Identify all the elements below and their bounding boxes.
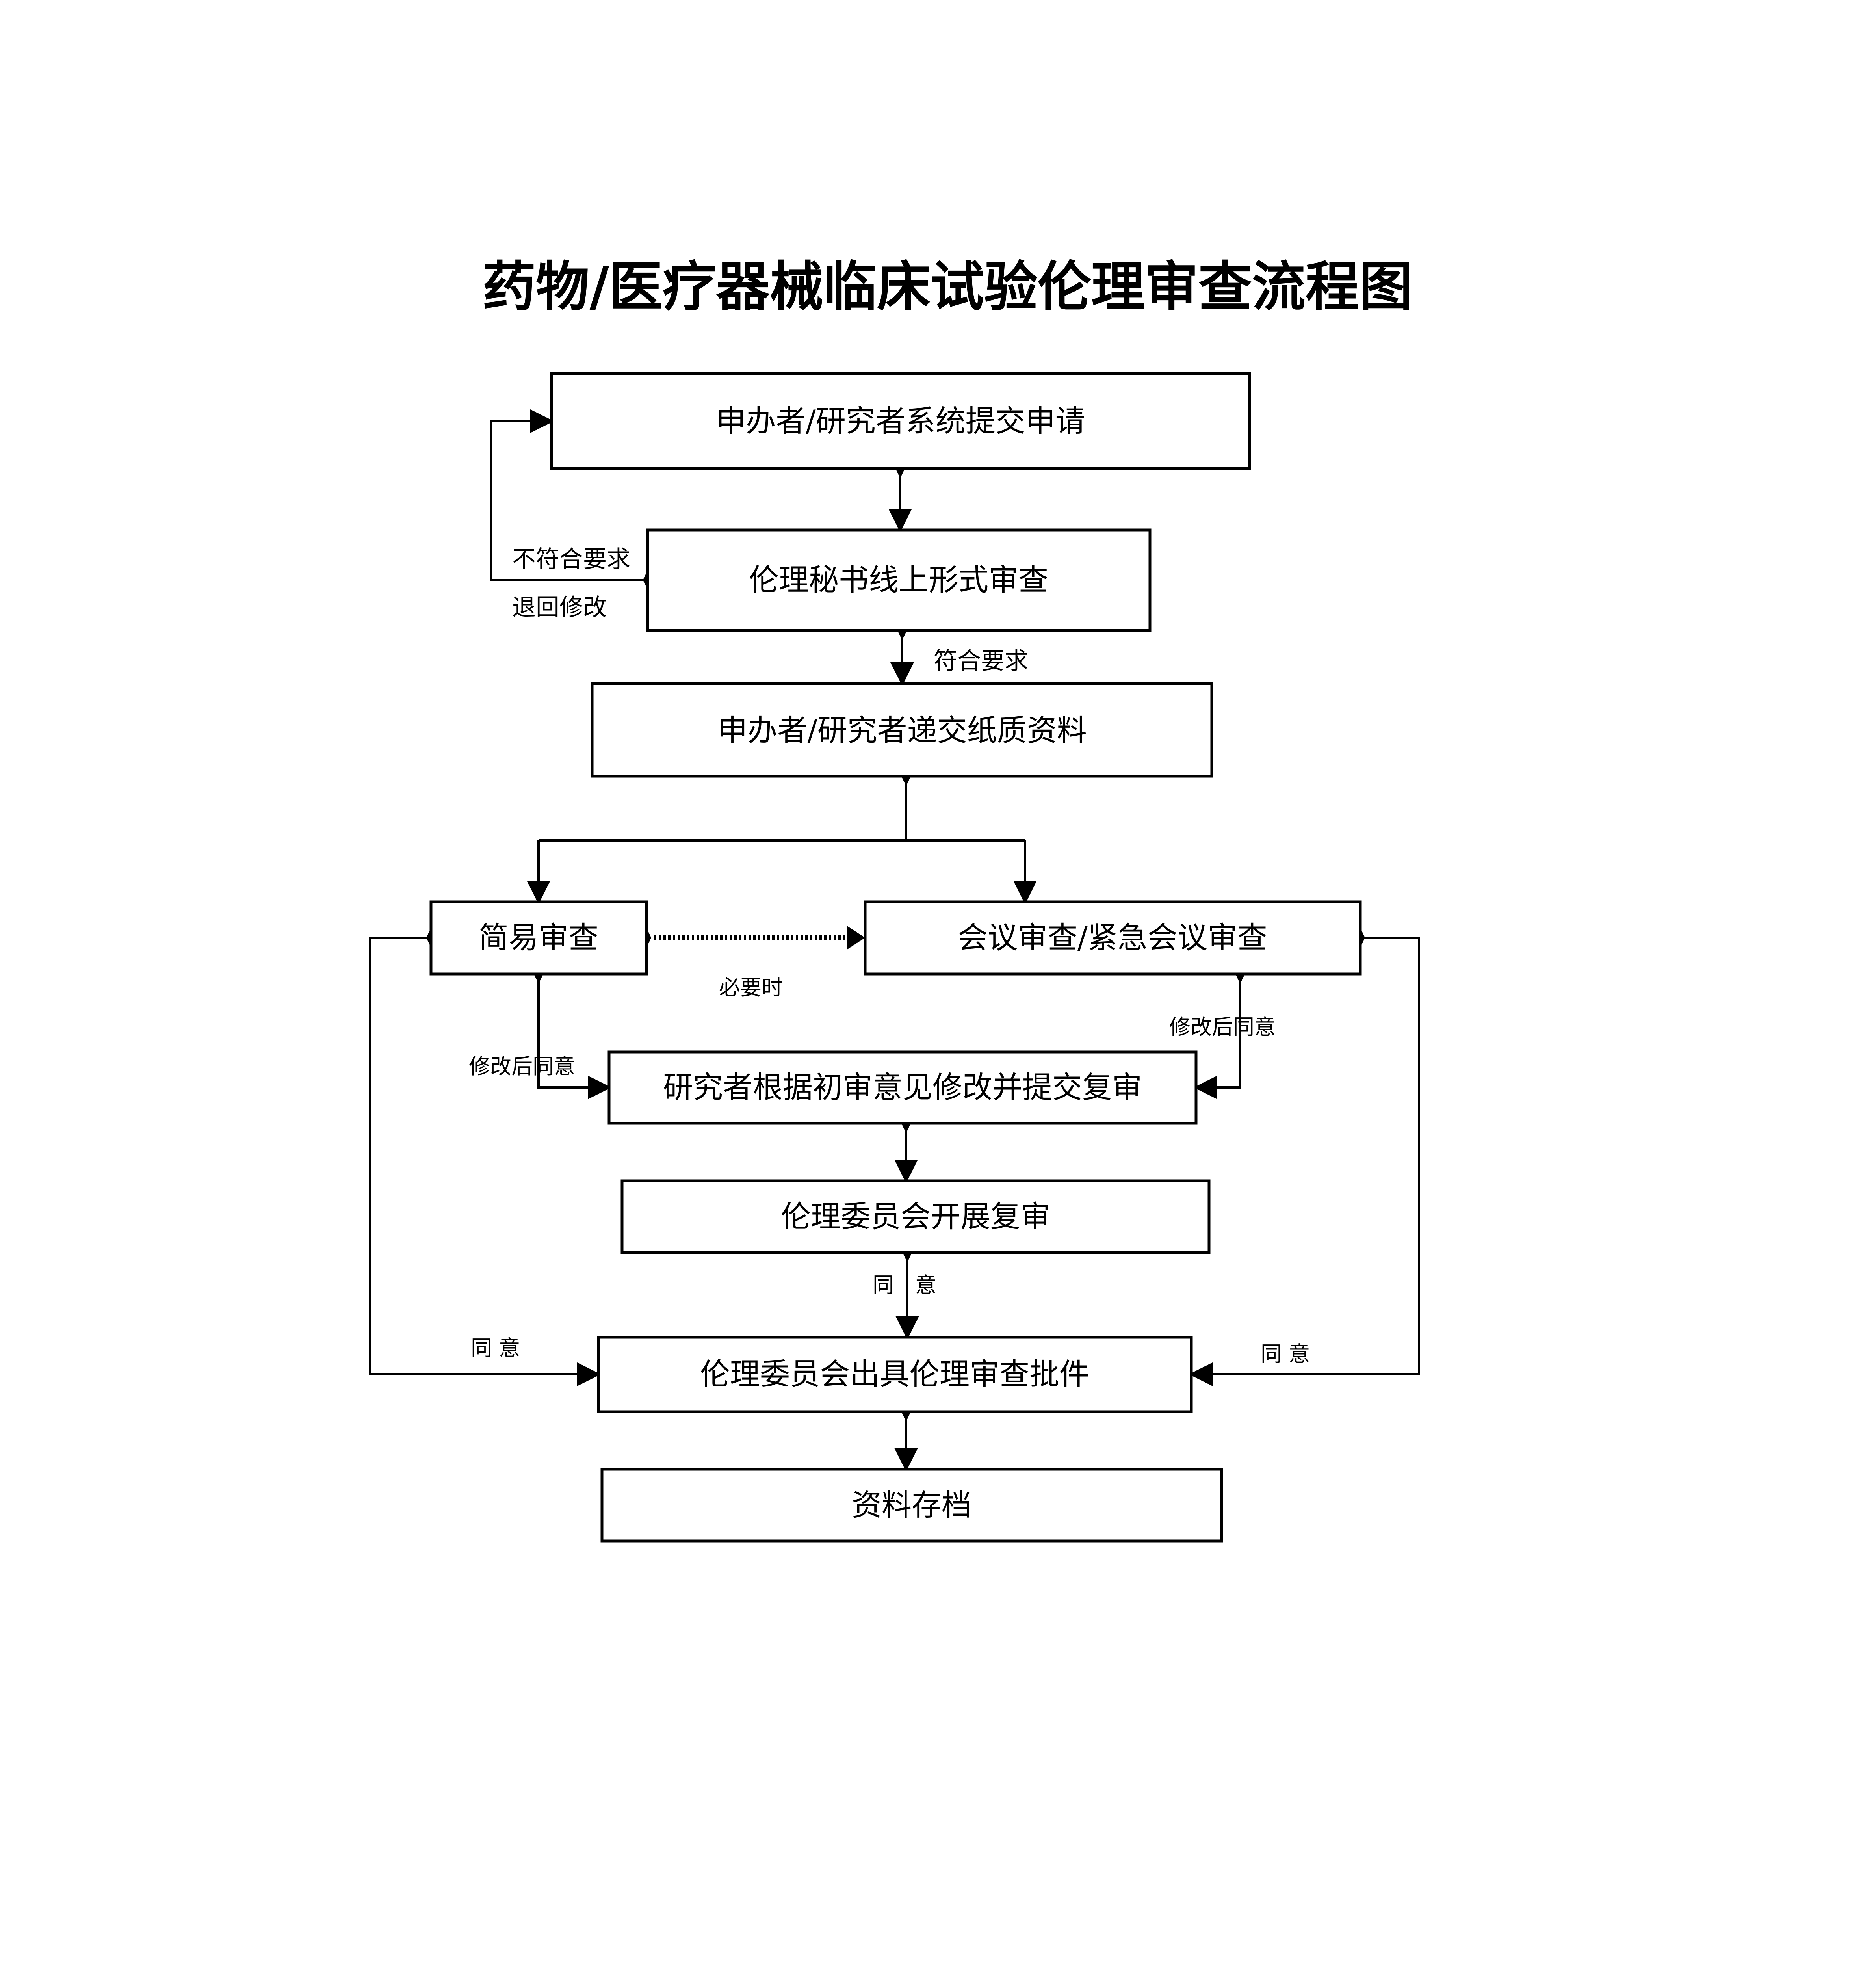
node-approval: 伦理委员会出具伦理审查批件 (597, 1336, 1193, 1413)
node-meeting-review: 会议审查/紧急会议审查 (864, 900, 1362, 976)
node-archive-label: 资料存档 (852, 1487, 971, 1522)
node-simple-review: 简易审查 (429, 900, 648, 976)
arrow-meeting-to-approval (1189, 937, 1420, 1386)
node-submit-label: 申办者/研究者系统提交申请 (716, 403, 1085, 439)
arrow-simple-to-revise (537, 974, 611, 1099)
label-when-needed: 必要时 (719, 975, 783, 1000)
connectors (369, 409, 1420, 1472)
label-not-meet: 不符合要求 (512, 546, 630, 573)
node-formal-review: 伦理秘书线上形式审查 (646, 528, 1152, 632)
label-agree-left: 同 意 (471, 1336, 520, 1360)
arrow-return-loop (490, 409, 648, 581)
node-paper: 申办者/研究者递交纸质资料 (591, 682, 1213, 778)
label-agree-after-revise-left: 修改后同意 (469, 1054, 575, 1079)
label-agree-right: 同 意 (1261, 1342, 1310, 1366)
flowchart: 药物/医疗器械临床试验伦理审查流程图 申办者/研究者系统提交申请 (369, 256, 1420, 1543)
node-re-review: 伦理委员会开展复审 (620, 1179, 1211, 1254)
label-agree-center: 同 意 (873, 1273, 936, 1297)
label-agree-after-revise-right: 修改后同意 (1169, 1015, 1276, 1039)
arrow-simple-to-approval (369, 937, 601, 1386)
dotted-arrowhead (847, 926, 865, 950)
node-archive: 资料存档 (600, 1468, 1223, 1543)
node-paper-label: 申办者/研究者递交纸质资料 (717, 713, 1087, 748)
node-simple-review-label: 简易审查 (479, 920, 598, 955)
node-approval-label: 伦理委员会出具伦理审查批件 (700, 1357, 1089, 1392)
node-revise-label: 研究者根据初审意见修改并提交复审 (663, 1070, 1142, 1105)
node-meeting-review-label: 会议审查/紧急会议审查 (958, 920, 1267, 955)
node-submit: 申办者/研究者系统提交申请 (550, 372, 1251, 470)
label-meets: 符合要求 (934, 647, 1028, 675)
node-revise: 研究者根据初审意见修改并提交复审 (607, 1050, 1198, 1125)
page-title: 药物/医疗器械临床试验伦理审查流程图 (482, 256, 1413, 318)
node-re-review-label: 伦理委员会开展复审 (781, 1199, 1050, 1234)
node-formal-review-label: 伦理秘书线上形式审查 (749, 562, 1048, 597)
arrow-meeting-to-revise (1194, 974, 1241, 1099)
label-return-revise: 退回修改 (512, 594, 607, 621)
